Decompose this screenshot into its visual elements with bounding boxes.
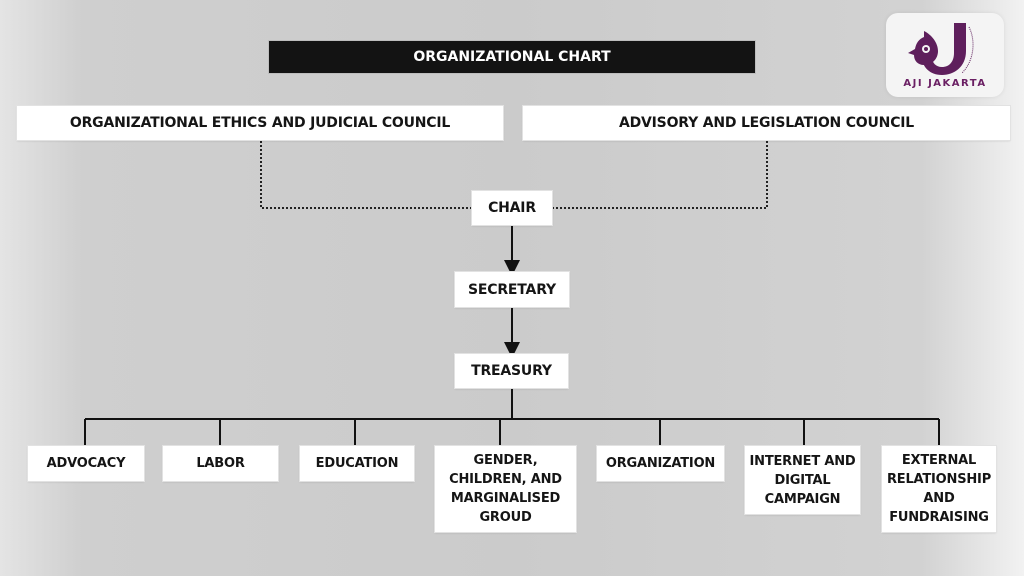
department-internet-digital-campaign: INTERNET AND DIGITAL CAMPAIGN (745, 446, 860, 514)
department-external-relationship-fundraising: EXTERNAL RELATIONSHIP AND FUNDRAISING (882, 446, 996, 532)
ethics-judicial-council-box: ORGANIZATIONAL ETHICS AND JUDICIAL COUNC… (17, 106, 503, 140)
department-organization: ORGANIZATION (597, 446, 724, 481)
dotted-connector-right (552, 141, 768, 209)
dove-j-emblem-icon (908, 23, 974, 75)
treasury-box: TREASURY (455, 354, 568, 388)
department-gender-children-marginalised: GENDER, CHILDREN, AND MARGINALISED GROUD (435, 446, 576, 532)
department-labor: LABOR (163, 446, 278, 481)
advisory-legislation-council-box: ADVISORY AND LEGISLATION COUNCIL (523, 106, 1010, 140)
chart-title: ORGANIZATIONAL CHART (269, 41, 755, 73)
dotted-connector-left (260, 141, 472, 209)
department-education: EDUCATION (300, 446, 414, 481)
aji-jakarta-logo: AJI JAKARTA (886, 13, 1004, 97)
logo-text: AJI JAKARTA (903, 78, 987, 89)
secretary-box: SECRETARY (455, 272, 569, 307)
chair-box: CHAIR (472, 191, 552, 225)
department-advocacy: ADVOCACY (28, 446, 144, 481)
